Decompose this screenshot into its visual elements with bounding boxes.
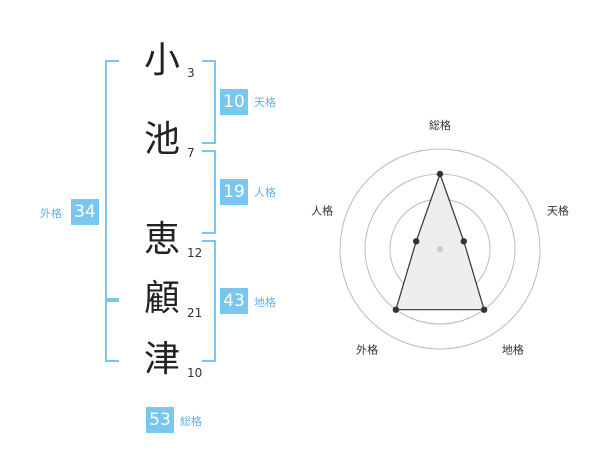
radar-point-4: [392, 306, 400, 313]
name-char-1: 小: [143, 40, 180, 81]
radar-axis-label-2: 天格: [547, 204, 569, 218]
gaikaku-bracket-lower: [105, 298, 119, 362]
radar-point-1: [436, 170, 444, 178]
stroke-count-1: 3: [187, 66, 195, 80]
radar-axis-label-3: 地格: [502, 342, 524, 356]
stroke-count-3: 12: [187, 246, 203, 260]
radar-axis-label-1: 総格: [429, 118, 451, 132]
radar-point-2: [460, 238, 467, 245]
soukaku-value: 53: [146, 407, 174, 433]
gaikaku-value: 34: [71, 199, 99, 225]
gaikaku-bracket-upper: [105, 60, 119, 302]
chikaku-label: 地格: [254, 296, 276, 309]
jinkaku-value: 19: [220, 179, 248, 205]
radar-axis-label-4: 外格: [356, 342, 378, 356]
tenkaku-value: 10: [220, 89, 248, 115]
tenkaku-bracket: [202, 60, 216, 144]
stroke-count-4: 21: [187, 306, 203, 320]
tenkaku-label: 天格: [254, 96, 276, 109]
name-char-2: 池: [143, 119, 180, 160]
soukaku-label: 総格: [180, 415, 202, 428]
gaikaku-label: 外格: [40, 207, 62, 220]
chikaku-bracket: [202, 240, 216, 362]
name-char-5: 津: [143, 339, 180, 380]
radar-point-3: [480, 306, 488, 313]
radar-ring-4: [339, 148, 541, 350]
stroke-count-2: 7: [187, 146, 195, 160]
radar-axis-label-5: 人格: [311, 204, 333, 218]
jinkaku-label: 人格: [254, 186, 276, 199]
name-char-3: 恵: [143, 219, 180, 260]
radar-center-dot: [437, 246, 443, 252]
chikaku-value: 43: [220, 288, 248, 314]
stroke-count-5: 10: [187, 366, 203, 380]
radar-polygon: [395, 172, 485, 311]
name-char-4: 顧: [143, 278, 180, 319]
radar-point-5: [413, 238, 420, 245]
jinkaku-bracket: [202, 150, 216, 234]
